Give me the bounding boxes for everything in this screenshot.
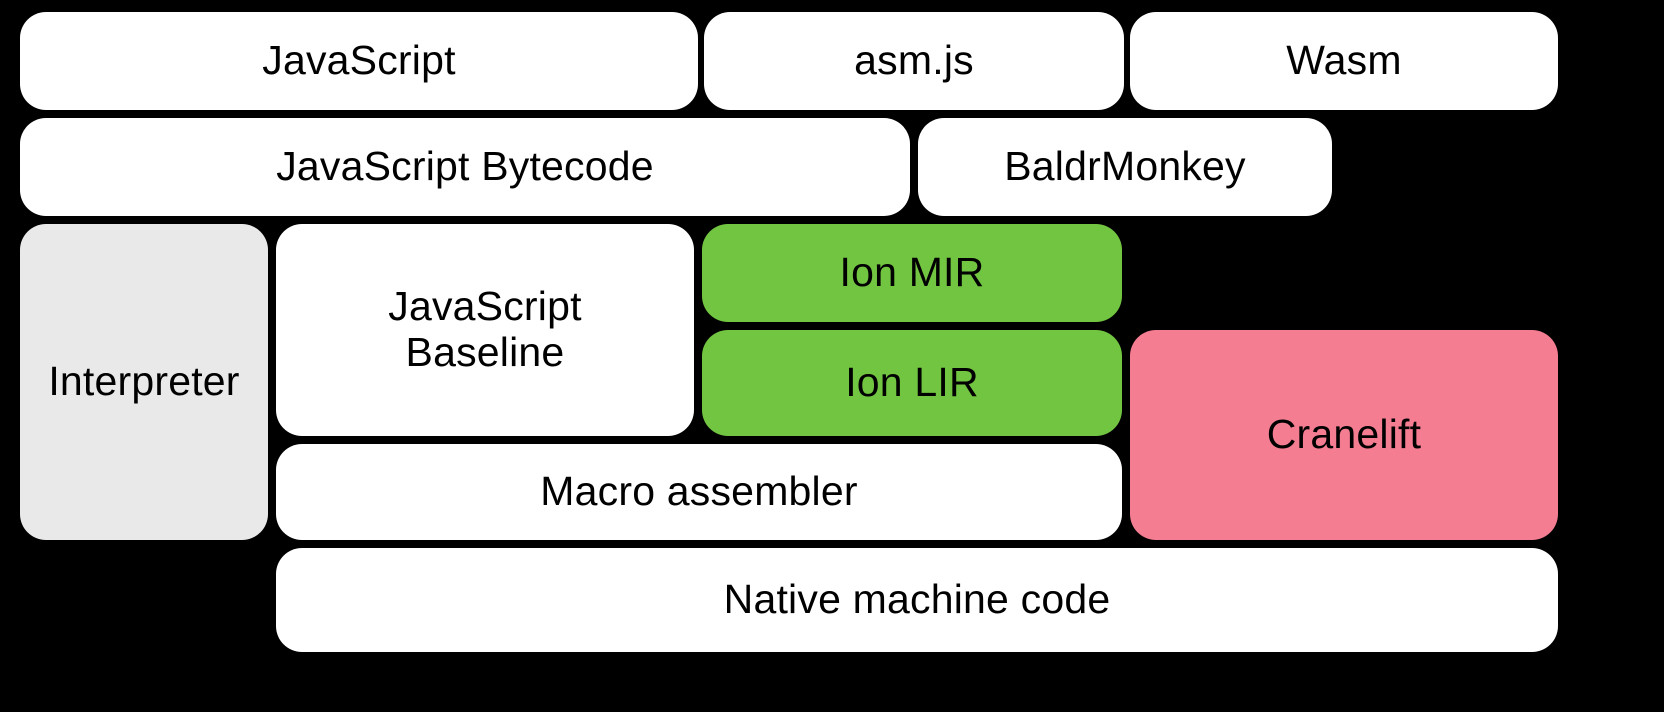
node-cranelift[interactable]: Cranelift	[1130, 330, 1558, 540]
node-baldrmonkey[interactable]: BaldrMonkey	[918, 118, 1332, 216]
node-asmjs[interactable]: asm.js	[704, 12, 1124, 110]
node-javascript-baseline[interactable]: JavaScript Baseline	[276, 224, 694, 436]
node-ion-mir[interactable]: Ion MIR	[702, 224, 1122, 322]
node-javascript[interactable]: JavaScript	[20, 12, 698, 110]
node-macro-assembler[interactable]: Macro assembler	[276, 444, 1122, 540]
node-interpreter[interactable]: Interpreter	[20, 224, 268, 540]
node-native-machine-code[interactable]: Native machine code	[276, 548, 1558, 652]
node-ion-lir[interactable]: Ion LIR	[702, 330, 1122, 436]
node-javascript-bytecode[interactable]: JavaScript Bytecode	[20, 118, 910, 216]
node-wasm[interactable]: Wasm	[1130, 12, 1558, 110]
